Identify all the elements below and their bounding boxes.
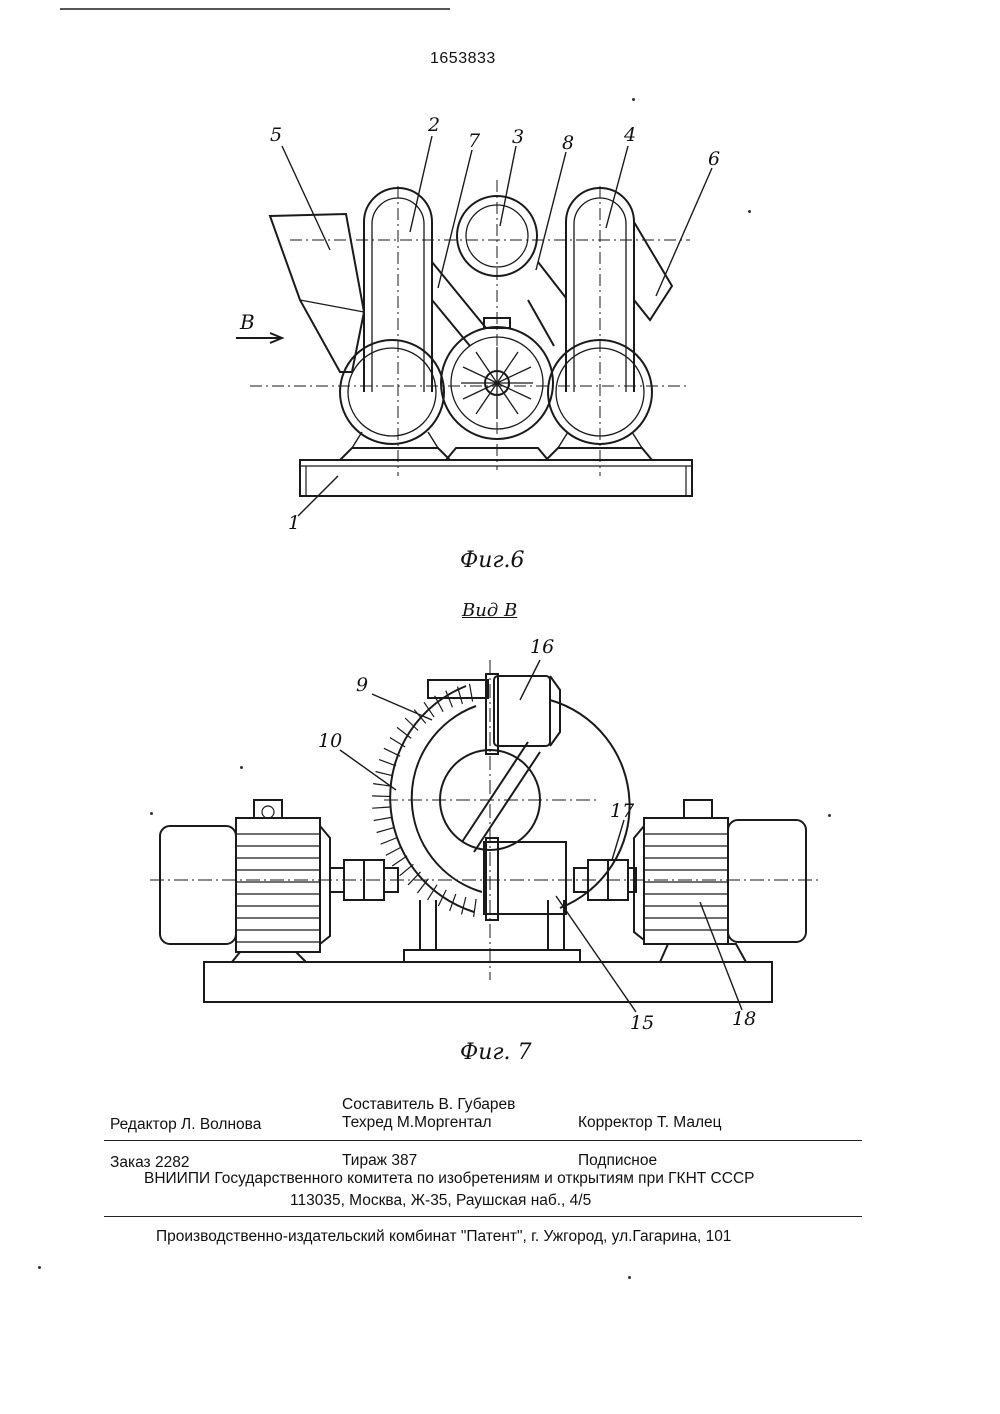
imprint-proofreader: Корректор Т. Малец — [578, 1114, 722, 1132]
scan-speck — [828, 814, 831, 817]
scan-speck — [150, 812, 153, 815]
ring-tooth — [381, 838, 398, 845]
ring-tooth — [386, 847, 402, 856]
ring-tooth — [374, 817, 392, 820]
scan-speck — [38, 1266, 41, 1269]
ring-tooth — [372, 796, 390, 797]
scan-speck — [748, 210, 751, 213]
imprint-publisher: Производственно-издательский комбинат "П… — [156, 1228, 731, 1246]
ring-tooth — [377, 828, 394, 833]
ring-tooth — [376, 772, 394, 776]
ring-tooth — [400, 864, 414, 876]
ring-tooth — [474, 899, 477, 917]
scan-speck — [628, 1276, 631, 1279]
callout-16: 16 — [530, 636, 554, 658]
imprint-subscription: Подписное — [578, 1152, 657, 1170]
imprint-address: 113035, Москва, Ж-35, Раушская наб., 4/5 — [290, 1192, 591, 1210]
callout-18: 18 — [732, 1008, 756, 1030]
ring-tooth — [462, 897, 466, 915]
imprint-editor: Редактор Л. Волнова — [110, 1116, 261, 1134]
imprint-circulation: Тираж 387 — [342, 1152, 417, 1170]
imprint-institute: ВНИИПИ Государственного комитета по изоб… — [144, 1170, 754, 1188]
ring-tooth — [424, 702, 434, 717]
imprint-tech-editor: Техред М.Моргентал — [342, 1114, 492, 1132]
ring-tooth — [379, 760, 396, 766]
imprint-compiler: Составитель В. Губарев — [342, 1096, 515, 1114]
imprint-rule-bottom — [104, 1216, 862, 1217]
figure-7-drawing — [0, 0, 1000, 1060]
imprint-rule-top — [104, 1140, 862, 1141]
ring-tooth — [408, 872, 421, 885]
callout-15: 15 — [630, 1012, 654, 1034]
ring-tooth — [392, 856, 407, 866]
figure-7-caption: Фиг. 7 — [460, 1040, 532, 1065]
callout-17: 17 — [610, 800, 634, 822]
scan-speck — [632, 98, 635, 101]
callout-10: 10 — [318, 730, 342, 752]
scan-speck — [240, 766, 243, 769]
callout-9: 9 — [356, 674, 368, 696]
ring-tooth — [372, 807, 390, 808]
ring-tooth — [384, 748, 400, 756]
